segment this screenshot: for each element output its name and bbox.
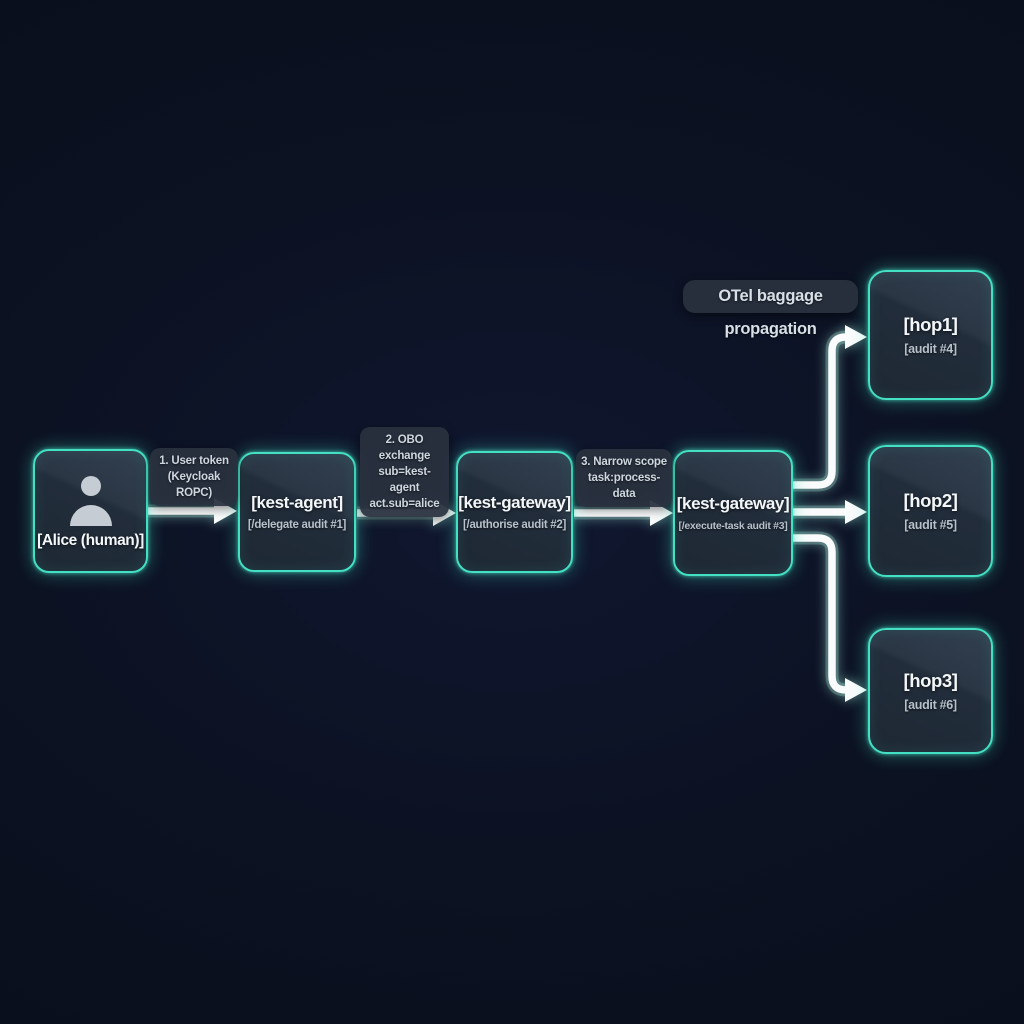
- node-title: [kest-agent]: [251, 492, 343, 512]
- node-hop2[interactable]: [hop2] [audit #5]: [868, 445, 993, 577]
- node-kest-gateway-1[interactable]: [kest-gateway] [/authorise audit #2]: [456, 451, 573, 573]
- edge-label-line: task:process-data: [587, 472, 661, 501]
- node-title: [kest-gateway]: [458, 492, 571, 512]
- edge-label-user-token: 1. User token (Keycloak ROPC): [150, 448, 238, 507]
- edge-label-line: 1. User token: [159, 455, 229, 467]
- person-icon: [69, 476, 112, 527]
- arrow-gateway2-to-hop1: [793, 333, 847, 489]
- node-title: [hop2]: [903, 489, 958, 511]
- node-hop3[interactable]: [hop3] [audit #6]: [868, 628, 993, 754]
- edge-label-obo-exchange: 2. OBO exchange sub=kest-agent act.sub=a…: [360, 427, 449, 518]
- node-title: [kest-gateway]: [676, 493, 790, 513]
- edge-label-line: act.sub=alice: [369, 498, 440, 511]
- node-hop1[interactable]: [hop1] [audit #4]: [868, 270, 993, 400]
- edge-label-line: 2. OBO exchange: [378, 434, 431, 463]
- otel-baggage-annotation: OTel baggage propagation: [683, 280, 858, 338]
- edge-label-line: (Keycloak ROPC): [167, 471, 221, 500]
- node-subtitle: [/authorise audit #2]: [463, 519, 566, 532]
- node-title: [hop1]: [903, 313, 958, 335]
- node-subtitle: [/execute-task audit #3]: [678, 520, 788, 533]
- node-subtitle: [audit #4]: [904, 342, 957, 357]
- node-kest-gateway-2[interactable]: [kest-gateway] [/execute-task audit #3]: [673, 450, 793, 576]
- arrow-gateway2-to-hop3: [793, 534, 847, 694]
- node-title: [Alice (human)]: [37, 532, 144, 550]
- edge-label-narrow-scope: 3. Narrow scope task:process-data: [576, 449, 672, 508]
- edge-label-line: 3. Narrow scope: [581, 456, 667, 468]
- node-alice[interactable]: [Alice (human)]: [33, 449, 148, 573]
- arrow-lines: [148, 333, 847, 694]
- edge-label-line: sub=kest-agent: [378, 466, 431, 495]
- node-subtitle: [/delegate audit #1]: [247, 519, 347, 532]
- node-subtitle: [audit #5]: [904, 518, 957, 533]
- node-subtitle: [audit #6]: [904, 698, 957, 713]
- node-title: [hop3]: [903, 669, 958, 691]
- node-kest-agent[interactable]: [kest-agent] [/delegate audit #1]: [238, 452, 356, 572]
